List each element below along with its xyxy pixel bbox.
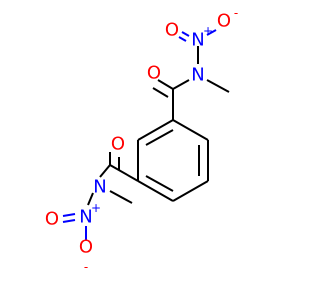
nitro-oxygen-bottom-down-charge: - bbox=[84, 260, 88, 274]
ring-bond bbox=[137, 180, 174, 202]
amide-nitrogen-bottom: N bbox=[93, 177, 106, 198]
nitro-oxygen-bottom-down: O bbox=[79, 237, 93, 258]
n-n-bond bbox=[87, 192, 94, 206]
nitro-nitrogen-bottom: N bbox=[79, 207, 92, 228]
carbonyl-oxygen-bottom: O bbox=[111, 134, 125, 155]
carbonyl-double-bond bbox=[152, 87, 169, 98]
ring-bond bbox=[172, 180, 209, 202]
nitro-nitrogen-top: N bbox=[191, 30, 204, 51]
ring-bond-inner bbox=[145, 129, 174, 146]
ring-bond bbox=[137, 119, 174, 141]
carbonyl-oxygen-top: O bbox=[147, 63, 161, 84]
amide-nitrogen-top: N bbox=[191, 65, 204, 86]
carbonyl-double-bond bbox=[157, 79, 174, 90]
nitro-bond bbox=[62, 219, 76, 223]
nitro-oxygen-top-left: O bbox=[165, 20, 179, 41]
molecule-diagram: O N N + O O - O N N + O O - bbox=[45, 6, 238, 274]
nitro-bond bbox=[62, 213, 76, 217]
carbonyl-n-bond bbox=[172, 79, 190, 90]
nitro-oxygen-top-right: O bbox=[217, 11, 231, 32]
ring-bond bbox=[172, 119, 209, 141]
nitro-oxygen-bottom-left: O bbox=[45, 209, 59, 230]
nitro-oxygen-top-right-charge: - bbox=[234, 6, 238, 20]
nitro-bond bbox=[178, 36, 187, 42]
carbonyl-n-bond bbox=[99, 164, 111, 178]
ring-bond-inner bbox=[145, 175, 174, 192]
ring-carbonyl-bond bbox=[109, 164, 139, 182]
nitro-nitrogen-top-charge: + bbox=[203, 24, 213, 38]
nitro-nitrogen-bottom-charge: + bbox=[91, 201, 101, 215]
nitro-bond bbox=[206, 29, 217, 36]
n-methyl-bond bbox=[109, 190, 133, 204]
nitro-bond bbox=[181, 31, 190, 37]
molecule-structure: O N N + O O - O N N + O O - bbox=[45, 6, 238, 274]
n-methyl-bond bbox=[206, 79, 230, 93]
